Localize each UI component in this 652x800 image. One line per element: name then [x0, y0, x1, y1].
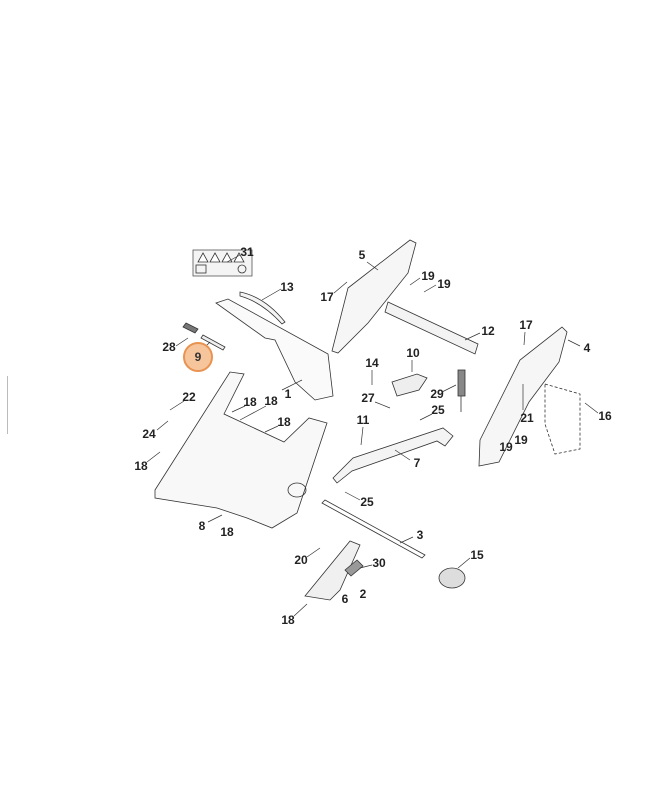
part-8 — [154, 371, 328, 529]
callout-30[interactable]: 30 — [372, 556, 386, 570]
callout-16[interactable]: 16 — [598, 409, 612, 423]
part-9 — [200, 334, 226, 351]
callout-25[interactable]: 25 — [431, 403, 445, 417]
callout-8[interactable]: 8 — [198, 519, 206, 533]
callout-18[interactable]: 18 — [277, 415, 291, 429]
warning-label-part — [192, 249, 253, 277]
callout-12[interactable]: 12 — [481, 324, 495, 338]
rear-guard — [544, 383, 581, 455]
part-1 — [215, 298, 334, 401]
callout-15[interactable]: 15 — [470, 548, 484, 562]
callout-7[interactable]: 7 — [413, 456, 421, 470]
callout-19[interactable]: 19 — [437, 277, 451, 291]
callout-22[interactable]: 22 — [182, 390, 196, 404]
part-15 — [438, 567, 466, 589]
callout-21[interactable]: 21 — [520, 411, 534, 425]
callout-27[interactable]: 27 — [361, 391, 375, 405]
callout-29[interactable]: 29 — [430, 387, 444, 401]
callout-17[interactable]: 17 — [519, 318, 533, 332]
callout-2[interactable]: 2 — [359, 587, 367, 601]
left-panel-edge — [0, 376, 8, 434]
part-28 — [182, 322, 199, 334]
callout-31[interactable]: 31 — [240, 245, 254, 259]
callout-14[interactable]: 14 — [365, 356, 379, 370]
callout-18[interactable]: 18 — [243, 395, 257, 409]
callout-25[interactable]: 25 — [360, 495, 374, 509]
callout-24[interactable]: 24 — [142, 427, 156, 441]
callout-18[interactable]: 18 — [220, 525, 234, 539]
callout-28[interactable]: 28 — [162, 340, 176, 354]
part-29 — [457, 369, 466, 397]
callout-3[interactable]: 3 — [416, 528, 424, 542]
part-5 — [331, 239, 417, 354]
callout-18[interactable]: 18 — [264, 394, 278, 408]
part-13 — [239, 291, 286, 325]
callout-19[interactable]: 19 — [514, 433, 528, 447]
part-10 — [391, 373, 428, 397]
callout-5[interactable]: 5 — [358, 248, 366, 262]
part-3 — [321, 499, 426, 559]
callout-18[interactable]: 18 — [134, 459, 148, 473]
callout-4[interactable]: 4 — [583, 341, 591, 355]
callout-9-highlighted[interactable]: 9 — [183, 342, 213, 372]
part-30 — [344, 559, 364, 577]
callout-17[interactable]: 17 — [320, 290, 334, 304]
callout-6[interactable]: 6 — [341, 592, 349, 606]
callout-20[interactable]: 20 — [294, 553, 308, 567]
callout-19[interactable]: 19 — [499, 440, 513, 454]
callout-11[interactable]: 11 — [356, 413, 370, 427]
part-12 — [384, 301, 479, 355]
callout-1[interactable]: 1 — [284, 387, 292, 401]
callout-19[interactable]: 19 — [421, 269, 435, 283]
callout-18[interactable]: 18 — [281, 613, 295, 627]
callout-13[interactable]: 13 — [280, 280, 294, 294]
part-7 — [332, 427, 454, 484]
callout-10[interactable]: 10 — [406, 346, 420, 360]
